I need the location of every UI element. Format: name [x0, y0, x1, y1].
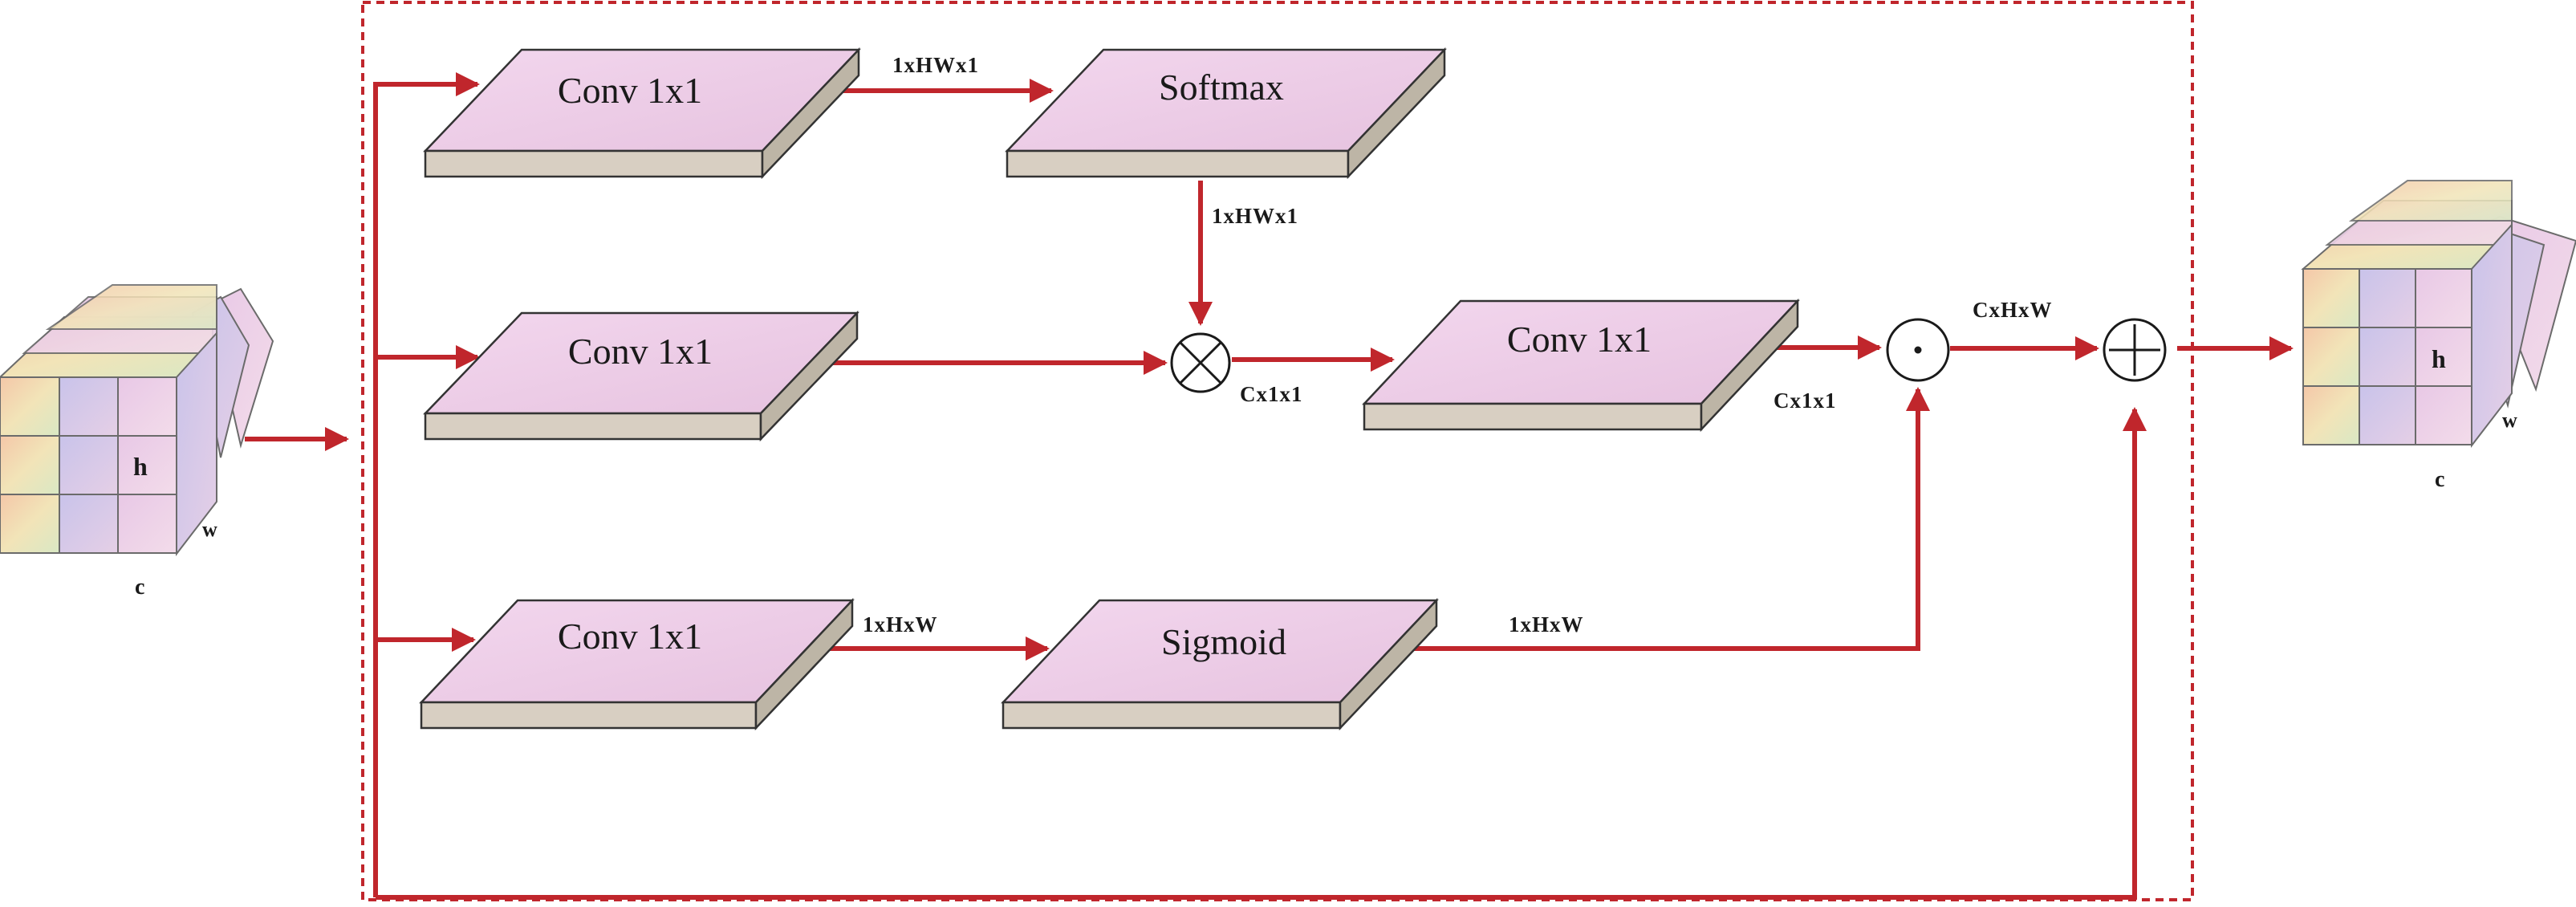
dim-label-after-dot: CxHxW — [1973, 298, 2053, 322]
conv-bottom-label: Conv 1x1 — [558, 616, 702, 657]
output-width-label: w — [2502, 409, 2517, 432]
dim-label-after-softmax: 1xHWx1 — [1212, 204, 1298, 228]
dim-label-after-sigmoid: 1xHxW — [1509, 612, 1584, 637]
output-channel-label: c — [2435, 467, 2444, 492]
input-width-label: w — [202, 518, 217, 541]
connectors — [245, 72, 2294, 900]
dot-product-operator — [1886, 318, 1950, 382]
conv-right-block: Conv 1x1 — [1362, 298, 1800, 433]
multiply-operator — [1170, 332, 1231, 393]
conv-mid-label: Conv 1x1 — [568, 331, 713, 372]
softmax-label: Softmax — [1159, 67, 1284, 108]
conv-mid-block: Conv 1x1 — [423, 310, 859, 442]
conv-top-label: Conv 1x1 — [558, 70, 702, 111]
output-feature-cube: h w c — [2301, 180, 2576, 492]
sigmoid-block: Sigmoid — [1001, 597, 1439, 731]
softmax-block: Softmax — [1005, 47, 1447, 180]
output-height-label: h — [2432, 344, 2446, 373]
conv-bottom-block: Conv 1x1 — [419, 597, 855, 731]
sigmoid-label: Sigmoid — [1161, 621, 1286, 662]
conv-right-label: Conv 1x1 — [1507, 319, 1652, 360]
input-feature-cube: h w c — [0, 284, 274, 600]
add-operator — [2103, 318, 2167, 382]
input-channel-label: c — [135, 575, 144, 600]
dim-label-after-conv-bottom: 1xHxW — [863, 612, 938, 637]
dim-label-after-conv-top: 1xHWx1 — [892, 53, 979, 77]
module-boundary — [361, 1, 2194, 901]
dim-label-after-conv-right: Cx1x1 — [1774, 388, 1837, 413]
conv-top-block: Conv 1x1 — [423, 47, 861, 180]
dim-label-after-mult: Cx1x1 — [1240, 382, 1303, 406]
input-height-label: h — [133, 452, 148, 481]
